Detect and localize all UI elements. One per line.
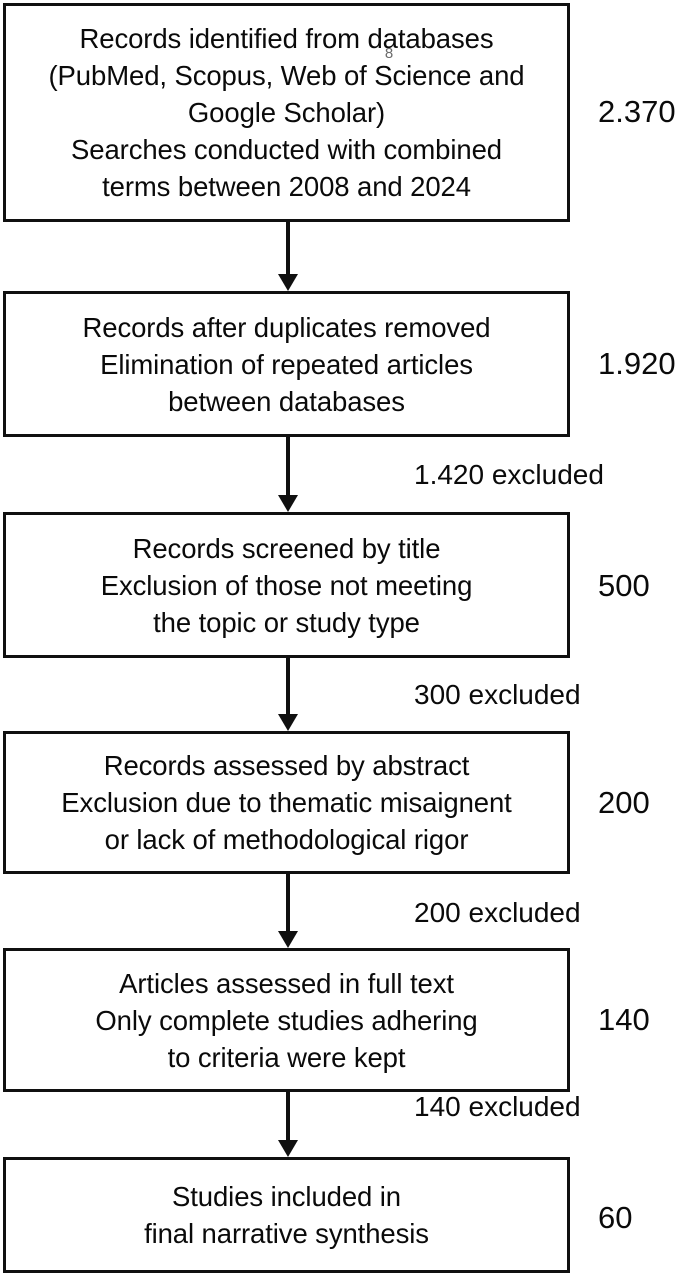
flow-box-line: between databases xyxy=(168,385,405,417)
arrow-shaft xyxy=(286,658,290,714)
arrow-head-icon xyxy=(277,274,298,291)
arrow-shaft xyxy=(286,222,290,274)
side-count-screened-by-title: 500 xyxy=(598,568,650,603)
flow-box-line: Only complete studies adhering xyxy=(95,1004,478,1036)
excluded-label-after-abstract: 200 excluded xyxy=(414,897,581,928)
flow-box-line: (PubMed, Scopus, Web of Science and xyxy=(48,60,525,91)
flow-box-line: Exclusion due to thematic misaignent xyxy=(61,787,512,818)
side-count-duplicates-removed: 1.920 xyxy=(598,346,676,381)
flow-box-line: Records after duplicates removed xyxy=(82,311,491,343)
flow-box-line: the topic or study type xyxy=(153,606,420,638)
flow-box-line: Elimination of repeated articles xyxy=(100,348,473,380)
arrow-shaft xyxy=(286,1092,290,1140)
arrow-shaft xyxy=(286,437,290,495)
excluded-label-after-title: 300 excluded xyxy=(414,679,581,710)
flow-box-line: Records screened by title xyxy=(132,532,441,564)
arrow-head-icon xyxy=(277,495,298,512)
flow-box-included: Studies included in final narrative synt… xyxy=(3,1157,570,1273)
flow-box-line: Records assessed by abstract xyxy=(103,750,470,781)
arrow-head-icon xyxy=(277,931,298,948)
flow-box-screened-by-title: Records screened by title Exclusion of t… xyxy=(3,512,570,658)
connector-arrow-5 xyxy=(277,1092,298,1157)
connector-arrow-1 xyxy=(277,222,298,291)
connector-arrow-2 xyxy=(277,437,298,512)
flow-box-line: or lack of methodological rigor xyxy=(104,824,469,855)
flow-box-line: Exclusion of those not meeting xyxy=(100,569,473,601)
flow-box-assessed-full-text: Articles assessed in full text Only comp… xyxy=(3,948,570,1092)
arrow-head-icon xyxy=(277,714,298,731)
flow-box-duplicates-removed: Records after duplicates removed Elimina… xyxy=(3,291,570,437)
flow-box-line: to criteria were kept xyxy=(167,1041,406,1073)
excluded-label-after-duplicates: 1.420 excluded xyxy=(414,459,604,490)
flow-box-line: Articles assessed in full text xyxy=(119,967,454,999)
flow-box-line: Searches conducted with combined xyxy=(71,134,502,165)
flow-box-line: final narrative synthesis xyxy=(144,1218,429,1249)
flow-box-line: terms between 2008 and 2024 xyxy=(102,171,471,202)
arrow-head-icon xyxy=(277,1140,298,1157)
flow-box-line: Studies included in xyxy=(172,1181,401,1212)
excluded-label-after-fulltext: 140 excluded xyxy=(414,1091,581,1122)
side-count-identification: 2.370 xyxy=(598,94,676,129)
connector-arrow-3 xyxy=(277,658,298,731)
side-count-assessed-full-text: 140 xyxy=(598,1002,650,1037)
flow-box-line: Google Scholar) xyxy=(187,97,386,128)
arrow-shaft xyxy=(286,874,290,931)
side-count-included: 60 xyxy=(598,1200,633,1235)
flow-box-assessed-by-abstract: Records assessed by abstract Exclusion d… xyxy=(3,731,570,874)
connector-arrow-4 xyxy=(277,874,298,948)
side-count-assessed-by-abstract: 200 xyxy=(598,785,650,820)
